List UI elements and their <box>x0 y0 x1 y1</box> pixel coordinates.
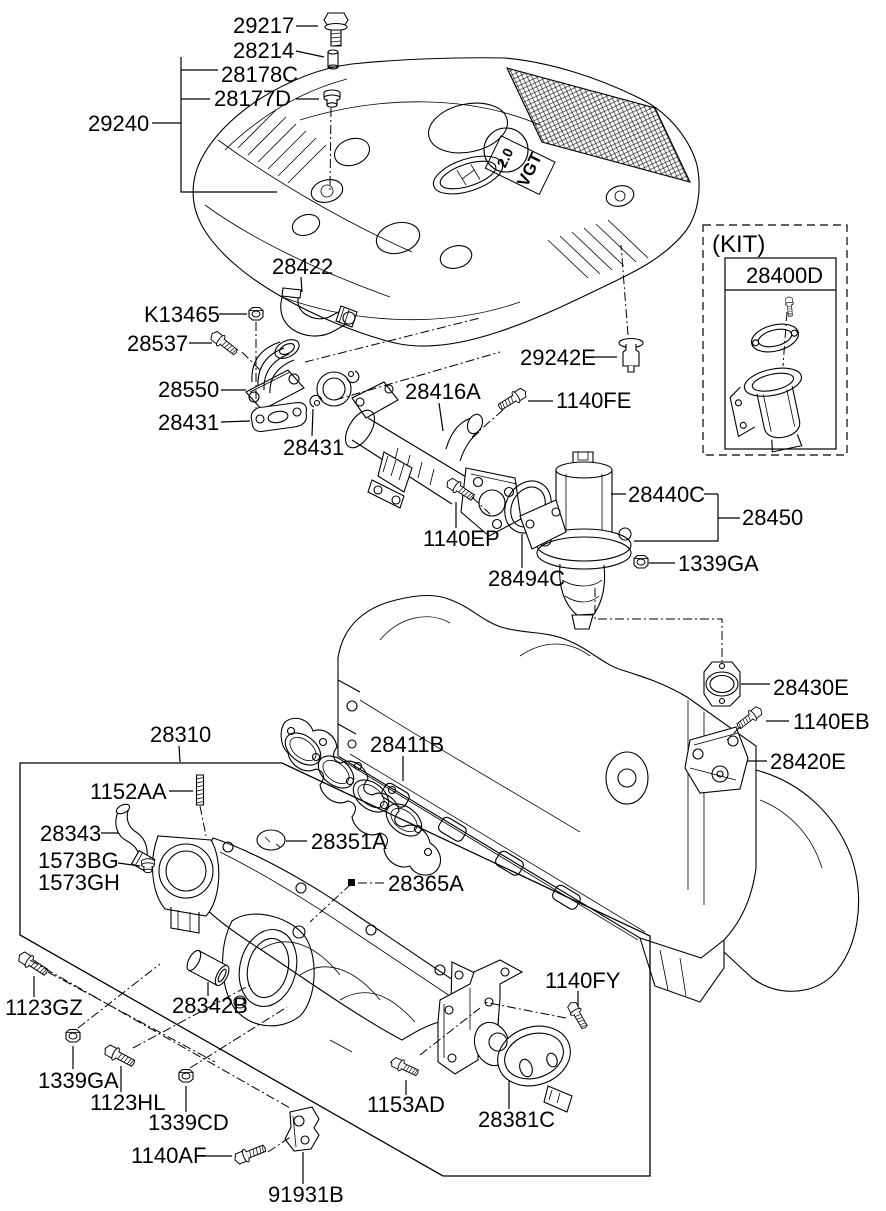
cover-mount-hole-right <box>605 185 635 207</box>
bolt-1153ad-icon <box>388 1055 421 1080</box>
callout-28177d: 28177D <box>214 86 291 111</box>
manifold-gasket-28411b-drawing <box>280 717 442 876</box>
bolt-1140fe-icon <box>495 385 530 414</box>
callout-1140fy: 1140FY <box>545 968 621 993</box>
egr-pipe-28416a-drawing <box>344 381 522 537</box>
callout-28310: 28310 <box>150 722 211 747</box>
callout-k13465: K13465 <box>144 302 220 327</box>
kit-dashed-border <box>702 224 848 456</box>
callout-28214: 28214 <box>233 38 294 63</box>
callout-28381c: 28381C <box>478 1107 555 1132</box>
bracket-91931b-icon <box>284 1106 320 1152</box>
callout-29217: 29217 <box>233 13 294 38</box>
actuator-28381c-drawing <box>437 959 573 1113</box>
callout-1339ga-bottom: 1339GA <box>38 1068 119 1093</box>
callout-28450: 28450 <box>742 505 803 530</box>
callout-91931b: 91931B <box>268 1182 344 1207</box>
bracket-28420e-drawing <box>684 726 749 794</box>
manifold-detail-box <box>19 762 651 1177</box>
callout-28416a: 28416A <box>405 379 481 404</box>
bolt-1123gz-icon <box>15 948 51 979</box>
callout-1339cd: 1339CD <box>148 1110 229 1135</box>
kit-label: (KIT) <box>712 231 765 258</box>
callout-labels: 29217 28214 28178C 28177D 29240 28422 K1… <box>5 13 870 1207</box>
callout-28440c: 28440C <box>628 482 705 507</box>
egr-elbow-28550-drawing <box>245 339 305 411</box>
callout-1573bg: 1573BG <box>38 848 119 873</box>
spacer-28214-icon <box>327 49 339 70</box>
callout-29242e: 29242E <box>520 345 596 370</box>
gasket-28430e-icon <box>703 661 741 707</box>
hose-28422-drawing <box>280 287 358 337</box>
engine-block-drawing <box>337 594 860 1003</box>
callout-28431-b: 28431 <box>283 435 344 460</box>
marker-28365a-icon <box>348 879 355 886</box>
brand-logo-icon <box>432 155 504 195</box>
cover-engine-badge: 2.0 VGT <box>484 135 556 196</box>
callout-1140fe: 1140FE <box>556 388 631 413</box>
cover-bolt-29217-icon <box>323 12 349 47</box>
callout-29240: 29240 <box>88 111 149 136</box>
kit-part-number: 28400D <box>746 263 823 288</box>
badge-displacement: 2.0 <box>493 145 516 170</box>
callout-1573gh: 1573GH <box>38 870 120 895</box>
cover-mount-hole-left <box>310 179 344 203</box>
gasket-28431-round-icon <box>309 370 360 408</box>
callout-1123gz: 1123GZ <box>5 995 83 1020</box>
kit-box <box>702 224 848 456</box>
leader-lines <box>33 25 789 1184</box>
callout-1140ep: 1140EP <box>423 526 500 551</box>
kit-egr-valve-drawing <box>729 296 803 453</box>
sleeve-28342b-icon <box>186 949 230 987</box>
bolt-28537-icon <box>207 328 241 359</box>
callout-28537: 28537 <box>127 331 188 356</box>
callout-28494c: 28494C <box>488 566 565 591</box>
bolt-1123hl-icon <box>101 1042 138 1071</box>
callout-28342b: 28342B <box>172 993 248 1018</box>
callout-28178c: 28178C <box>221 62 298 87</box>
callout-28431-a: 28431 <box>158 410 219 435</box>
nut-1339ga-bottom-icon <box>65 1028 81 1043</box>
callout-28343: 28343 <box>40 821 101 846</box>
callout-1140eb: 1140EB <box>793 709 870 734</box>
callout-1153ad: 1153AD <box>367 1092 445 1117</box>
callout-1152aa: 1152AA <box>90 779 167 804</box>
callout-1339ga-egr: 1339GA <box>678 551 759 576</box>
grommet-28177d-icon <box>323 89 341 108</box>
callout-1140af: 1140AF <box>131 1143 206 1168</box>
nut-k13465-icon <box>248 306 264 321</box>
callout-28420e: 28420E <box>770 749 846 774</box>
nut-1339ga-egr-icon <box>633 554 649 569</box>
callout-28430e: 28430E <box>773 675 849 700</box>
gasket-28431-flat-icon <box>250 402 308 433</box>
callout-1123hl: 1123HL <box>90 1090 165 1115</box>
projection-lines <box>29 107 741 1153</box>
callout-28411b: 28411B <box>370 732 444 757</box>
callout-28550: 28550 <box>158 377 219 402</box>
nut-1339cd-icon <box>178 1068 194 1083</box>
fastener-29242e-icon <box>618 337 644 373</box>
plug-28351a-icon <box>256 829 286 851</box>
stud-1152aa-icon <box>195 774 205 806</box>
callout-28351a: 28351A <box>311 829 387 854</box>
engine-cover-drawing: 2.0 VGT <box>192 57 700 347</box>
egr-valve-28450-drawing <box>519 451 632 630</box>
callout-28422: 28422 <box>272 254 333 279</box>
callout-28365a: 28365A <box>388 871 464 896</box>
bolt-1140af-icon <box>231 1141 269 1167</box>
